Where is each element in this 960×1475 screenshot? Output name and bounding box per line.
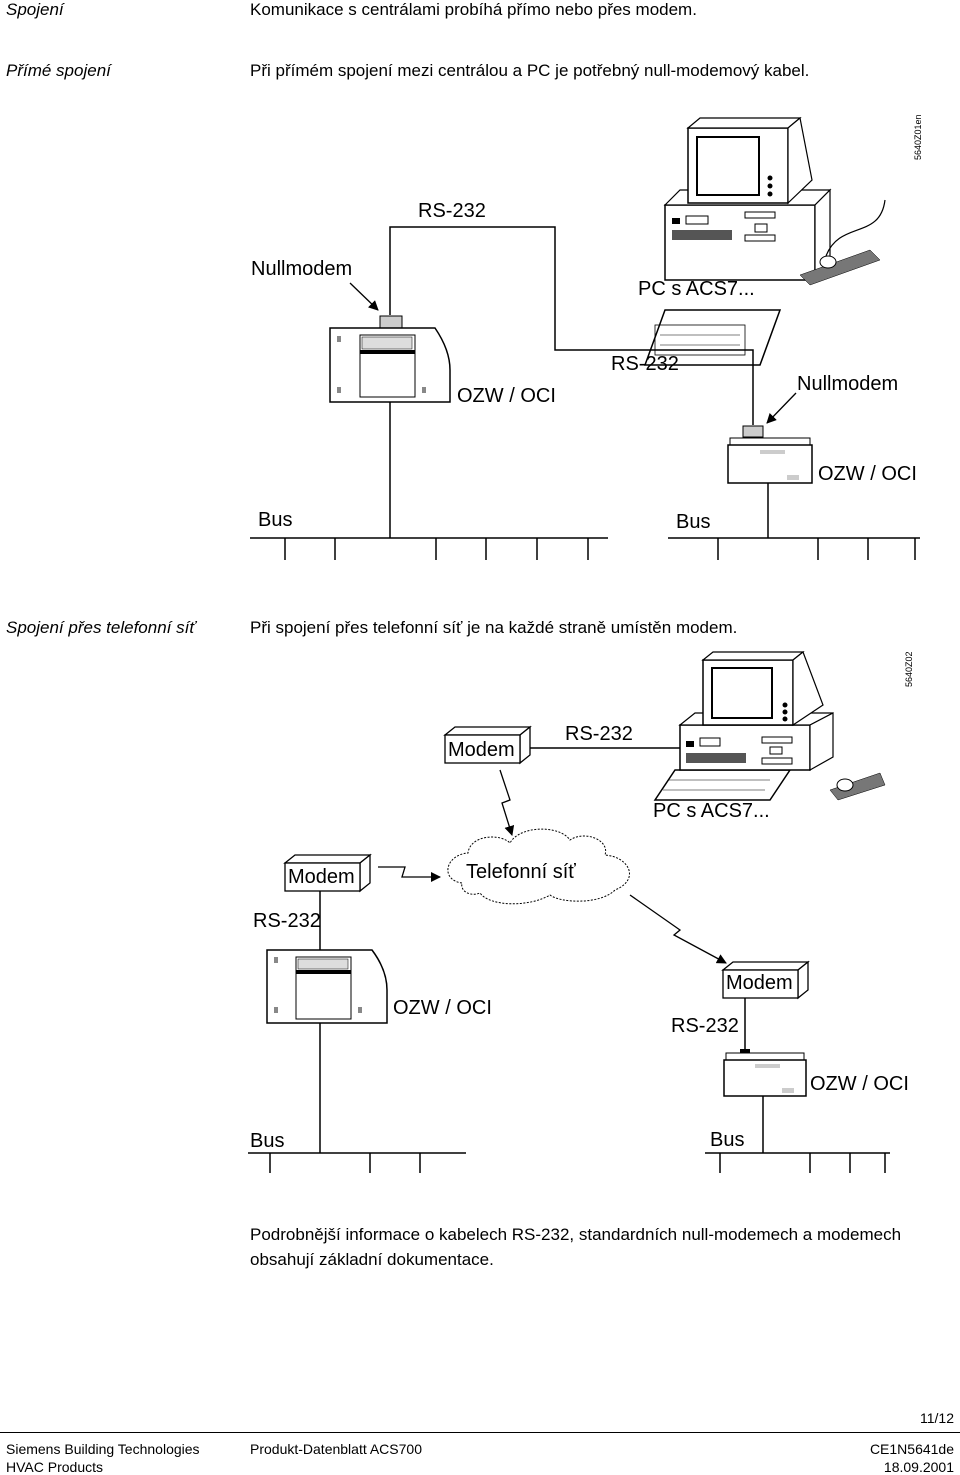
nullmodem-left-connector: [379, 315, 403, 329]
bus-right-label: Bus: [710, 1129, 744, 1151]
ozw-right-device: [727, 437, 813, 484]
rs232-cable: [389, 226, 754, 425]
rs232-right-label: RS-232: [671, 1015, 739, 1037]
diagram-ref-code: 5640Z02: [904, 651, 914, 687]
phone-link-right: [629, 894, 727, 964]
footer-division: HVAC Products: [6, 1459, 103, 1475]
bus-right-taps: [719, 1153, 886, 1173]
footer-company: Siemens Building Technologies: [6, 1441, 200, 1457]
section-title-prime-spojeni: Přímé spojení: [6, 61, 111, 80]
ozw-left-device: [266, 949, 388, 1024]
phone-link-left: [378, 866, 441, 882]
ozw-right-label: OZW / OCI: [818, 463, 917, 485]
nullmodem-left-arrow: [349, 282, 379, 311]
footer-divider: [0, 1432, 960, 1433]
pc-label: PC s ACS7...: [653, 800, 770, 822]
pc-icon: [643, 116, 886, 366]
bus-left-label: Bus: [250, 1130, 284, 1152]
modem-right-label: Modem: [726, 972, 793, 994]
diagram-ref-code: 5640Z01en: [913, 114, 923, 160]
bus-right-taps: [717, 538, 916, 560]
nullmodem-right-connector: [742, 425, 764, 438]
modem-right-box: [721, 960, 810, 1000]
ozw-right-label: OZW / OCI: [810, 1073, 909, 1095]
section-title-telefonni-sit: Spojení přes telefonní síť: [6, 618, 196, 637]
pc-icon: [653, 651, 886, 801]
section-text-spojeni: Komunikace s centrálami probíhá přímo ne…: [250, 0, 697, 19]
rs232-right-label: RS-232: [611, 353, 679, 375]
footer-doc-code: CE1N5641de: [869, 1441, 954, 1457]
modem-left-label: Modem: [288, 866, 355, 888]
pc-label: PC s ACS7...: [638, 278, 755, 300]
nullmodem-right-arrow: [766, 392, 797, 424]
direct-connection-diagram: 5640Z01en PC s ACS7... RS-232 RS-232 Nul…: [250, 114, 923, 560]
nullmodem-left-label: Nullmodem: [251, 258, 352, 280]
ozw-left-device: [329, 327, 451, 403]
rs232-left-label: RS-232: [253, 910, 321, 932]
ozw-left-label: OZW / OCI: [457, 385, 556, 407]
phone-connection-diagram: 5640Z02 PC s ACS7... Modem RS-232 Telef: [248, 651, 914, 1173]
section-text-telefonni-sit: Při spojení přes telefonní síť je na kaž…: [250, 618, 738, 637]
modem-top-box: [443, 725, 532, 765]
rs232-top-label: RS-232: [418, 200, 486, 222]
phone-network-cloud: [447, 828, 630, 905]
note-line-1: Podrobnější informace o kabelech RS-232,…: [250, 1225, 902, 1244]
phone-network-label: Telefonní síť: [466, 861, 576, 883]
section-text-prime-spojeni: Při přímém spojení mezi centrálou a PC j…: [250, 61, 810, 80]
nullmodem-right-label: Nullmodem: [797, 373, 898, 395]
bus-left-label: Bus: [258, 509, 292, 531]
rs232-top-label: RS-232: [565, 723, 633, 745]
bus-left-taps: [269, 1153, 421, 1173]
note-line-2: obsahují základní dokumentace.: [250, 1250, 494, 1269]
footer-date: 18.09.2001: [883, 1459, 954, 1475]
bus-left-taps: [284, 538, 589, 560]
footer-doc-title: Produkt-Datenblatt ACS700: [250, 1441, 422, 1457]
page-number: 11/12: [920, 1410, 954, 1426]
section-title-spojeni: Spojení: [6, 0, 64, 19]
ozw-left-label: OZW / OCI: [393, 997, 492, 1019]
bus-right-label: Bus: [676, 511, 710, 533]
modem-top-label: Modem: [448, 739, 515, 761]
phone-link-top: [499, 769, 515, 836]
ozw-right-device: [723, 1049, 807, 1097]
modem-left-box: [283, 853, 372, 893]
